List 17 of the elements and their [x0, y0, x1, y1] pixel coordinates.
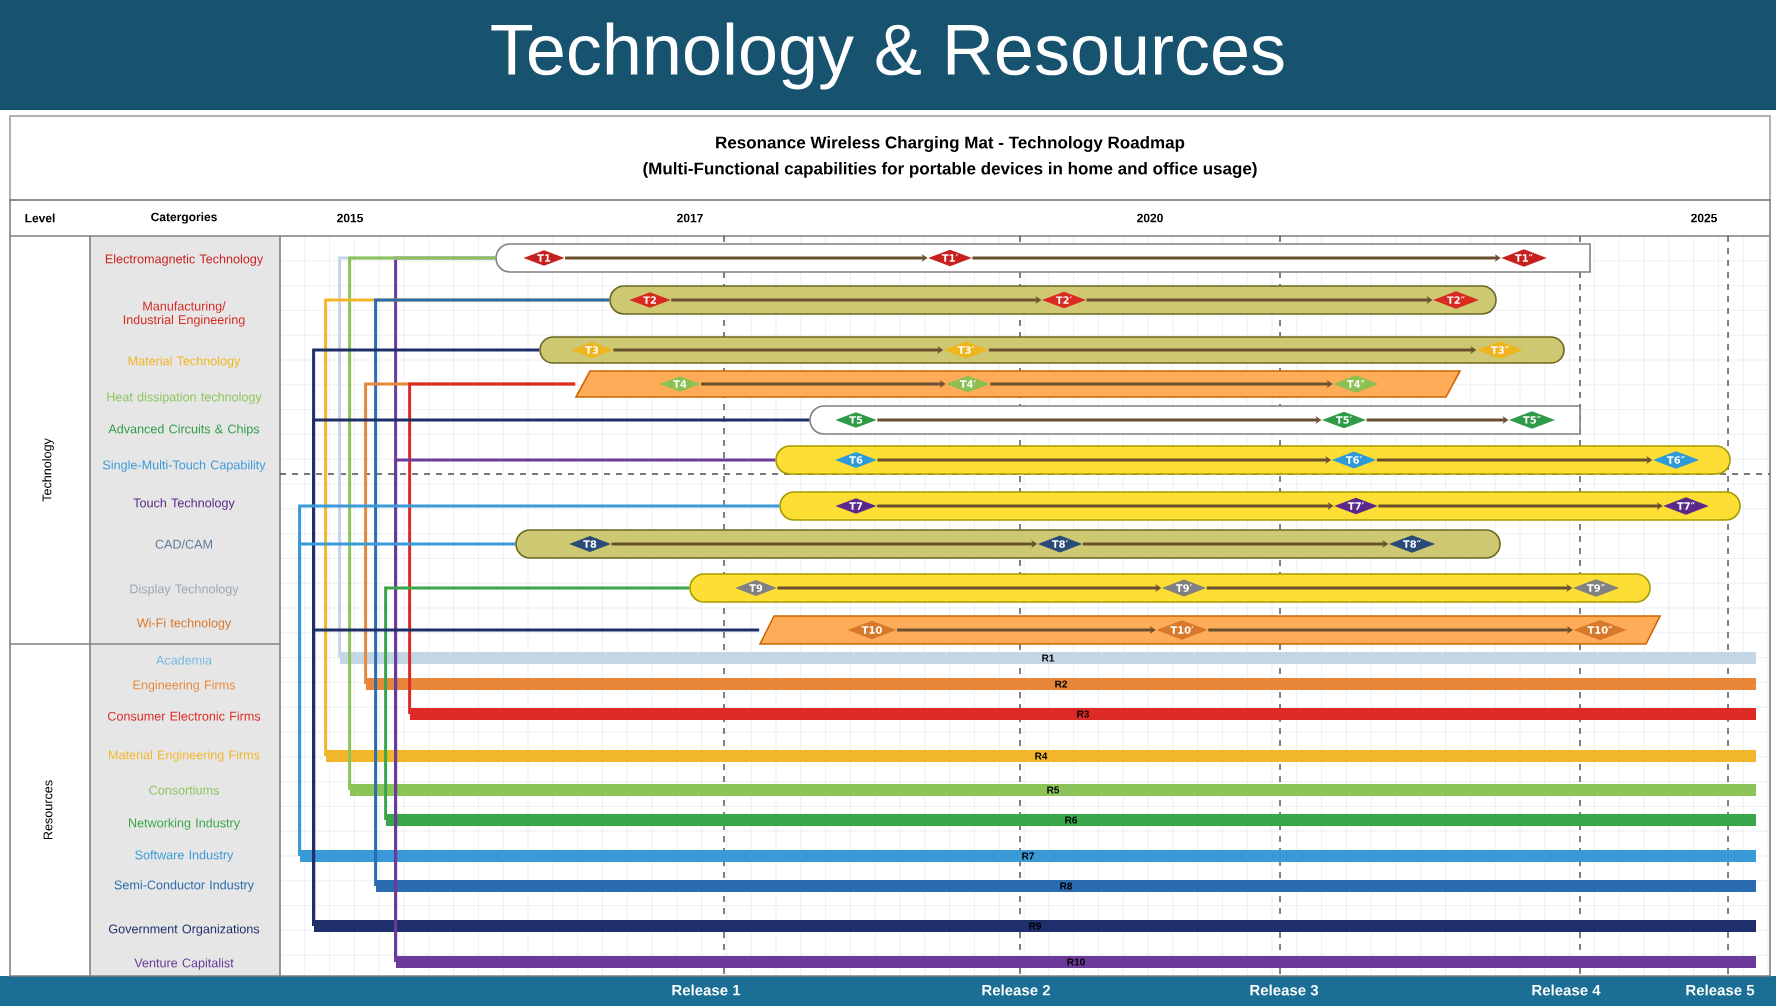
timeline-band	[689, 573, 1651, 603]
connector-line	[394, 458, 776, 962]
subtitle: (Multi-Functional capabilities for portable devices in home and office usage)	[643, 162, 1257, 178]
timeline-band	[515, 529, 1501, 559]
timeline-band	[809, 405, 1581, 435]
timeline-band	[609, 285, 1497, 315]
connector-line	[384, 586, 690, 820]
connector-line	[374, 298, 610, 886]
connector-line	[408, 382, 576, 714]
connector-line	[298, 542, 516, 856]
timeline-band	[779, 491, 1741, 521]
timeline-band	[495, 243, 1591, 273]
timeline-band	[775, 445, 1731, 475]
title: Technology & Resources	[491, 22, 1284, 90]
subtitle: Resonance Wireless Charging Mat - Technology Roadmap	[716, 136, 1185, 152]
connector-line	[312, 628, 760, 926]
connector-line	[348, 256, 496, 790]
